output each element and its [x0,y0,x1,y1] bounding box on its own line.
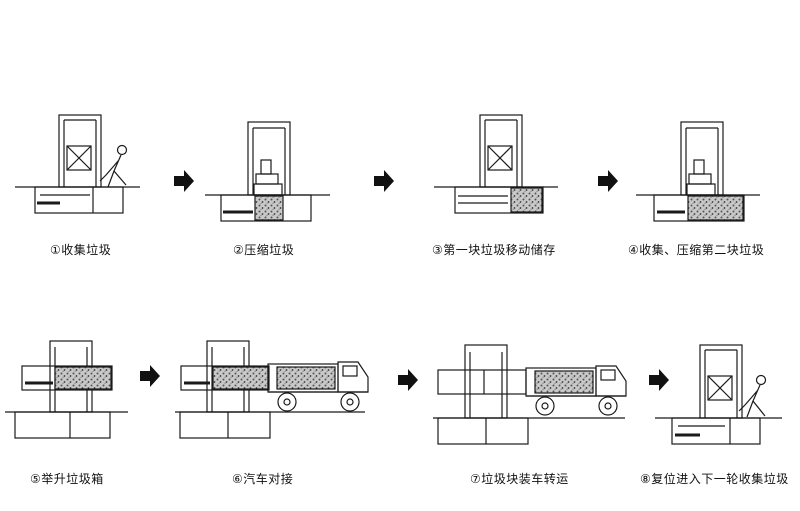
step-5-illustration [5,340,128,439]
arrow-icon [174,170,194,192]
step-4-caption: ④收集、压缩第二块垃圾 [628,243,765,257]
arrow-icon [398,369,418,391]
step-1-caption: ①收集垃圾 [50,243,112,257]
step-2-illustration [205,121,330,222]
step-6-caption: ⑥汽车对接 [232,472,294,486]
step-2-caption: ②压缩垃圾 [233,243,295,257]
arrow-icon [140,365,160,387]
step-4-illustration [636,121,760,222]
step-7-illustration [433,344,627,445]
arrow-icon [374,170,394,192]
step-8-illustration [655,344,782,445]
step-7-caption: ⑦垃圾块装车转运 [470,472,569,486]
step-5-caption: ⑤举升垃圾箱 [30,472,104,486]
step-1-illustration [15,114,140,214]
step-3-caption: ③第一块垃圾移动储存 [432,243,556,257]
step-6-illustration [175,340,369,439]
arrow-icon [598,170,618,192]
arrow-icon [649,369,669,391]
step-3-illustration [434,114,558,214]
step-8-caption: ⑧复位进入下一轮收集垃圾 [640,472,789,486]
